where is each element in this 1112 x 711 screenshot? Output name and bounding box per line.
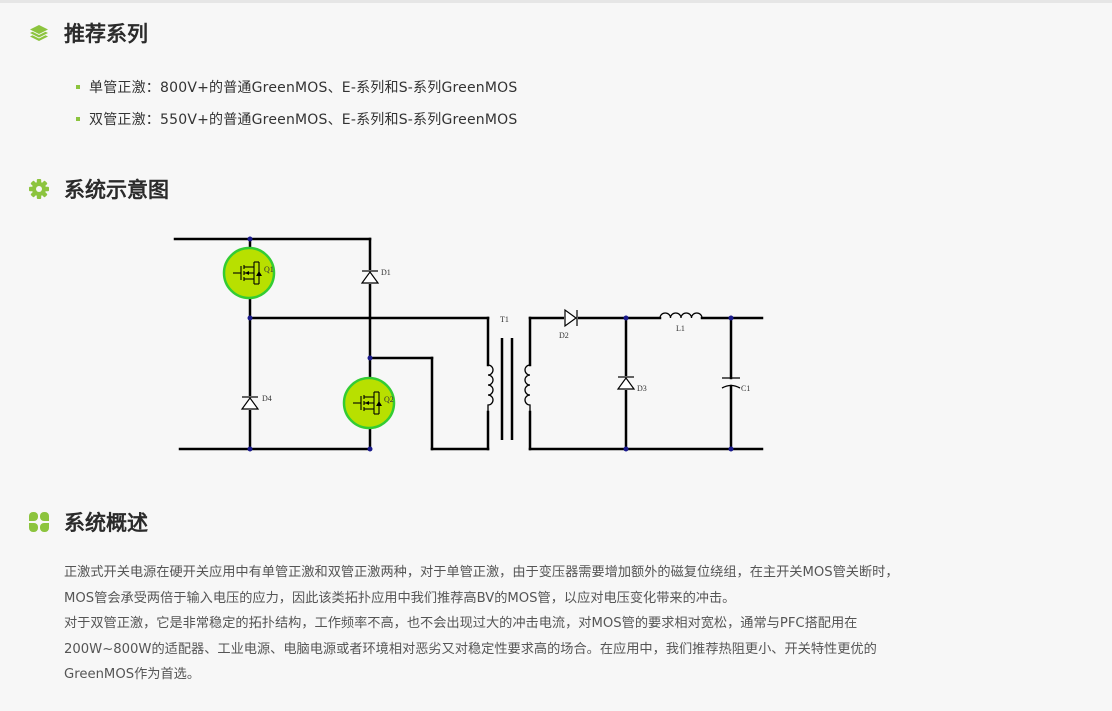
list-item: 单管正激：800V+的普通GreenMOS、E-系列和S-系列GreenMOS [76, 77, 517, 97]
label-l1: L1 [676, 324, 685, 333]
layers-icon [28, 22, 50, 44]
label-c1: C1 [741, 384, 750, 393]
label-q1: Q1 [264, 265, 274, 274]
diagram-title-text: 系统示意图 [64, 178, 169, 202]
overview-paragraph: 正激式开关电源在硬开关应用中有单管正激和双管正激两种，对于单管正激，由于变压器需… [64, 565, 899, 606]
top-border [0, 0, 1112, 3]
gear-icon [28, 178, 50, 200]
overview-text: 正激式开关电源在硬开关应用中有单管正激和双管正激两种，对于单管正激，由于变压器需… [64, 560, 916, 688]
overview-section-title: 系统概述 [28, 508, 148, 536]
clover-icon [28, 511, 50, 533]
label-q2: Q2 [384, 395, 394, 404]
diode-d2 [564, 308, 578, 328]
diode-d1 [360, 270, 380, 284]
mosfet-q1 [222, 246, 276, 300]
label-t1: T1 [500, 315, 509, 324]
mosfet-q2 [342, 376, 396, 430]
label-d3: D3 [637, 384, 647, 393]
label-d1: D1 [381, 268, 391, 277]
overview-title-text: 系统概述 [64, 511, 148, 535]
recommend-title-text: 推荐系列 [64, 22, 148, 46]
diode-d3 [616, 376, 636, 390]
bullet-icon [76, 117, 80, 121]
forward-converter-schematic: Q1 Q2 D1 D2 D3 D4 T1 L1 C1 [173, 236, 764, 452]
diode-d4 [240, 396, 260, 410]
bullet-icon [76, 85, 80, 89]
diagram-section-title: 系统示意图 [28, 175, 169, 203]
label-d4: D4 [262, 394, 272, 403]
list-item: 双管正激：550V+的普通GreenMOS、E-系列和S-系列GreenMOS [76, 109, 517, 129]
list-item-text: 单管正激：800V+的普通GreenMOS、E-系列和S-系列GreenMOS [89, 80, 518, 96]
list-item-text: 双管正激：550V+的普通GreenMOS、E-系列和S-系列GreenMOS [89, 112, 518, 128]
label-d2: D2 [559, 331, 569, 340]
recommend-section-title: 推荐系列 [28, 19, 148, 47]
overview-paragraph: 对于双管正激，它是非常稳定的拓扑结构，工作频率不高，也不会出现过大的冲击电流，对… [64, 616, 877, 682]
